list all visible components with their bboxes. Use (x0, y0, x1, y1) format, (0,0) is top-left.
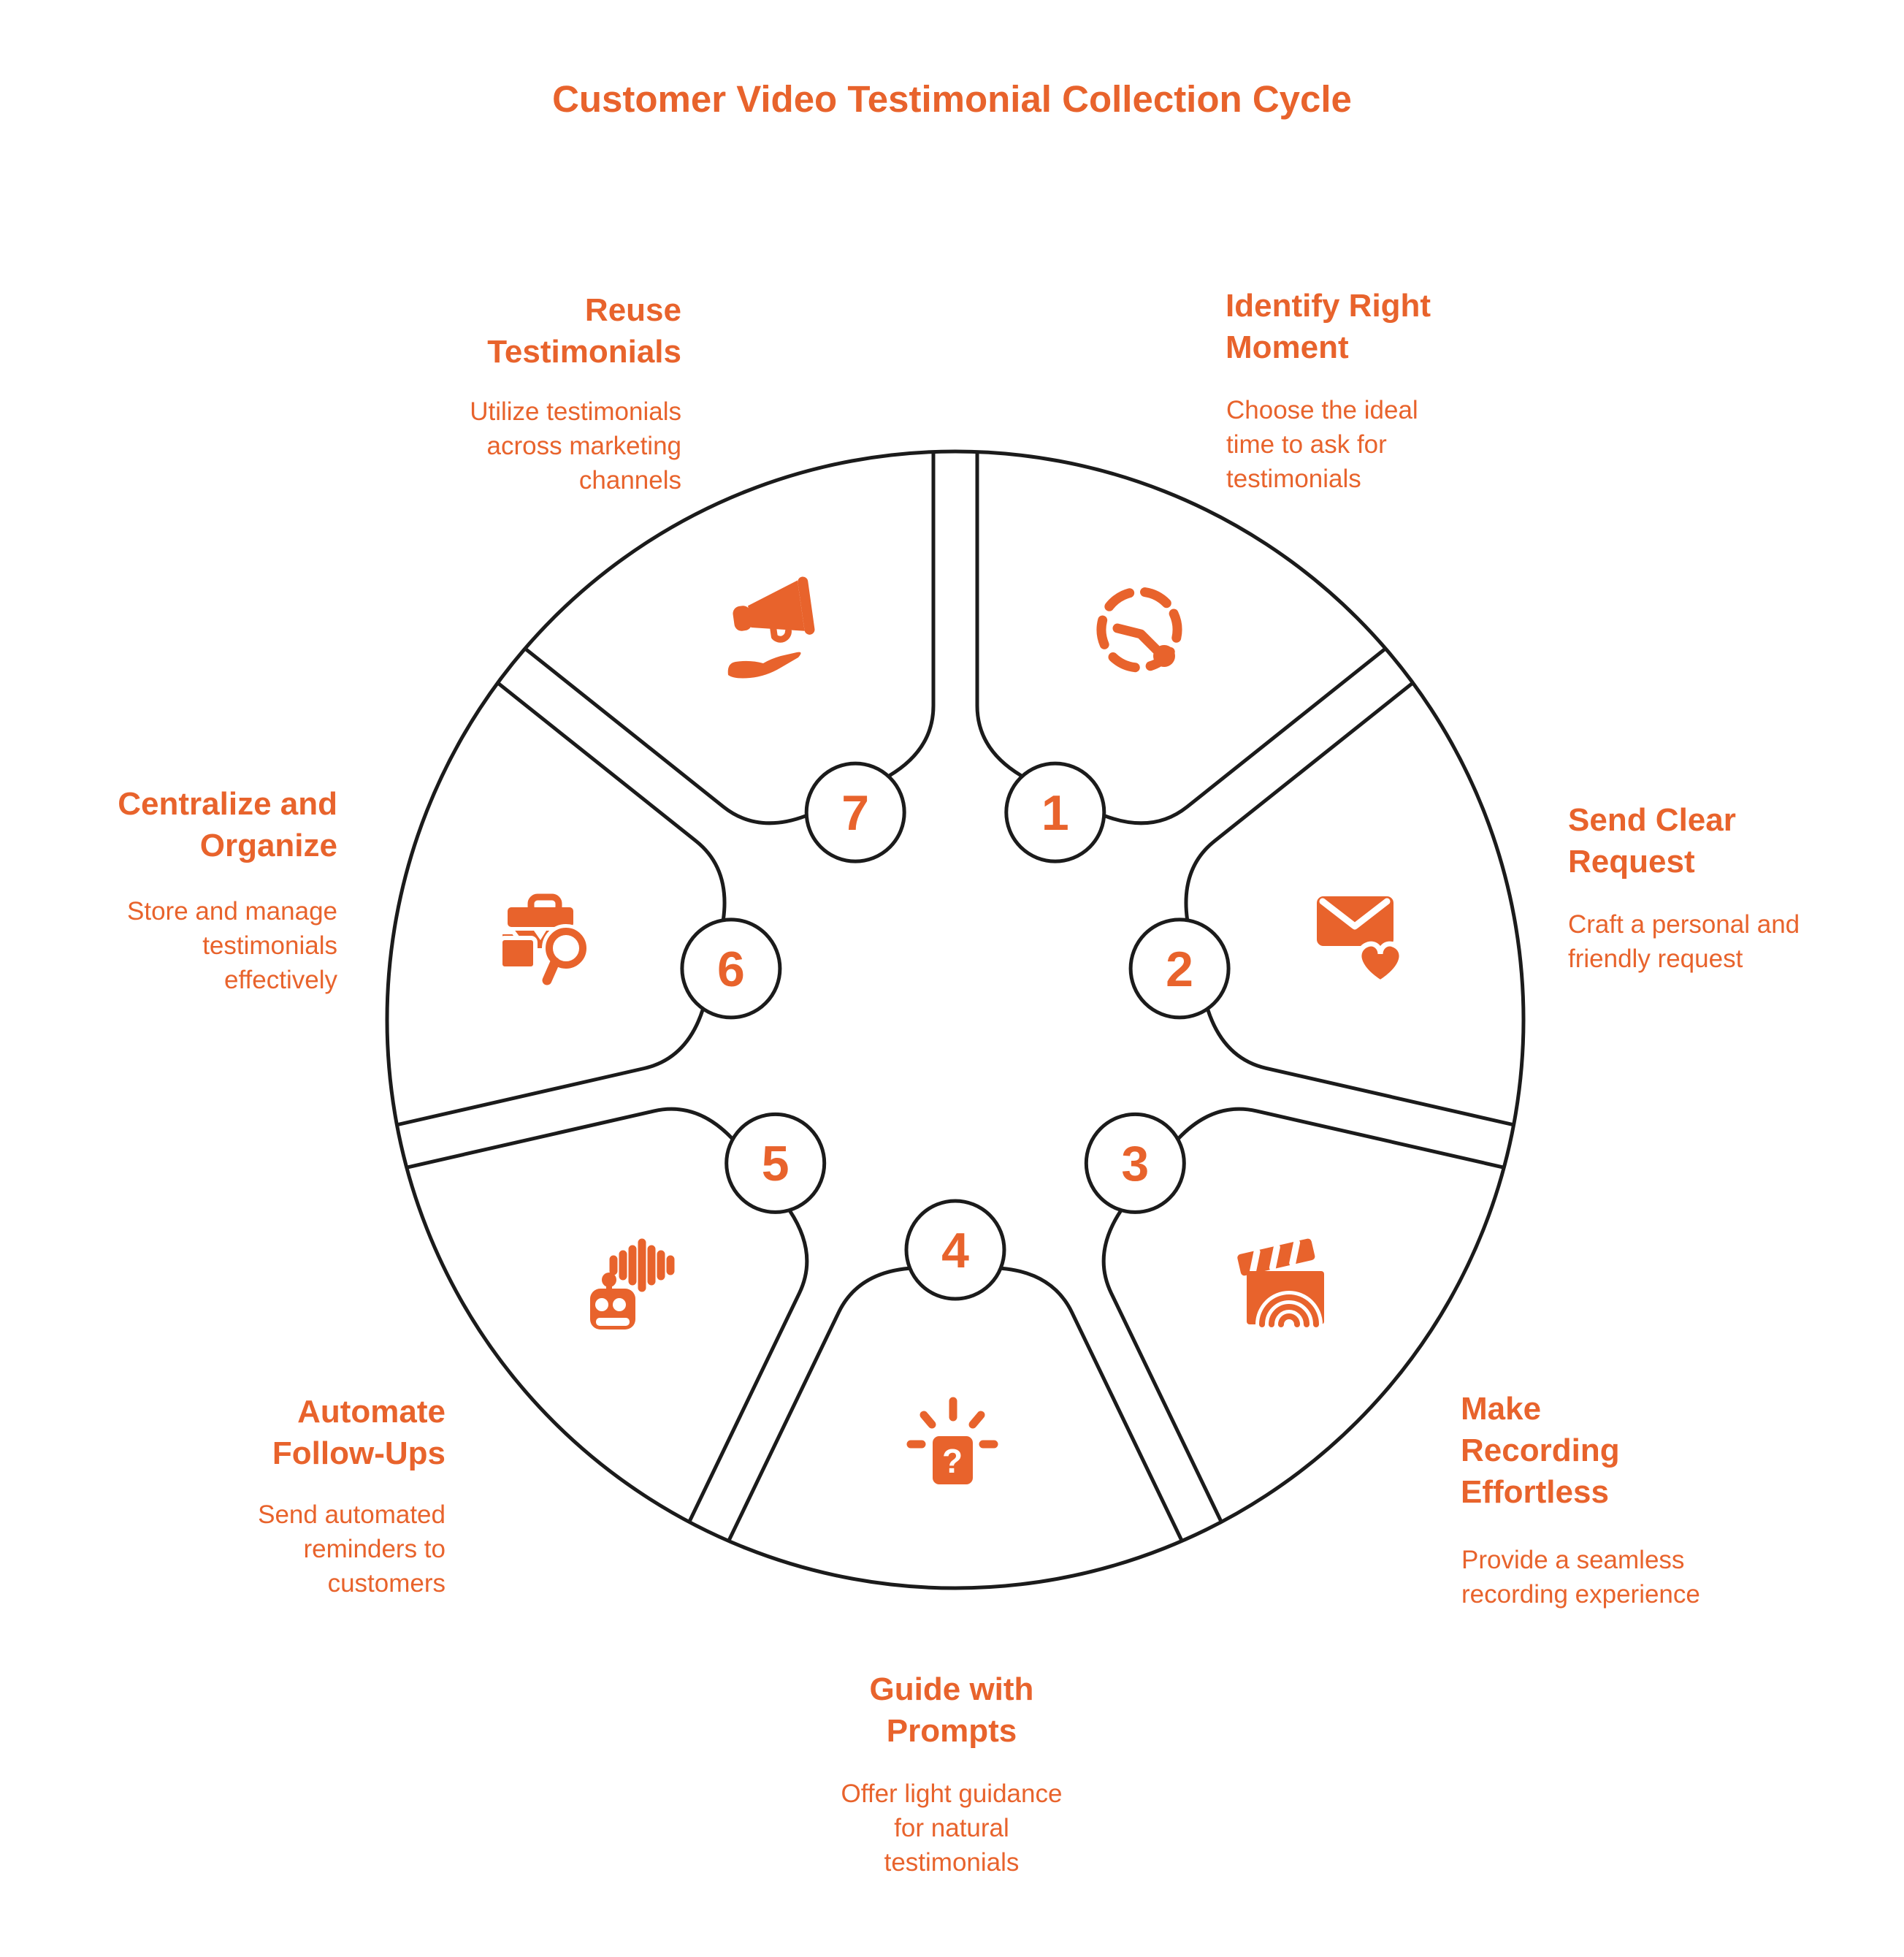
step-1-number: 1 (1041, 785, 1069, 841)
step-2-description: Craft a personal and friendly request (1568, 910, 1800, 973)
envelope-heart-icon (1317, 896, 1404, 986)
step-3-description: Provide a seamless recording experience (1461, 1546, 1700, 1609)
step-2-circle (1128, 918, 1231, 1020)
step-7-heading: Reuse Testimonials (487, 292, 681, 370)
step-5-description: Send automated reminders to customers (258, 1500, 446, 1598)
step-4-circle (904, 1199, 1006, 1301)
clapperboard-icon (1237, 1238, 1324, 1327)
step-number-circles: 1 2 3 4 5 6 7 (680, 761, 1231, 1301)
dashed-clock-icon (1096, 587, 1182, 673)
step-1-circle (1004, 761, 1106, 863)
megaphone-hand-icon (727, 576, 815, 679)
step-2-number: 2 (1166, 942, 1193, 997)
step-6-number: 6 (717, 942, 745, 997)
step-4-description: Offer light guidance for natural testimo… (841, 1779, 1063, 1877)
question-mark-glyph: ? (942, 1442, 963, 1480)
step-6-circle (680, 918, 782, 1020)
step-7-number: 7 (841, 785, 869, 841)
step-6-heading: Centralize and Organize (118, 786, 337, 863)
question-prompt-icon: ? (906, 1397, 998, 1484)
step-7-circle (804, 761, 906, 863)
step-3-number: 3 (1121, 1136, 1149, 1191)
step-5-number: 5 (762, 1136, 789, 1191)
robot-voice-icon (590, 1238, 675, 1330)
wheel-outer-circle (385, 449, 1526, 1590)
step-5-heading: Automate Follow-Ups (272, 1394, 446, 1471)
step-6-description: Store and manage testimonials effectivel… (127, 897, 337, 994)
step-3-heading: Make Recording Effortless (1461, 1391, 1620, 1510)
step-4-heading: Guide with Prompts (869, 1671, 1034, 1749)
segment-dividers (396, 450, 1515, 1542)
step-7-description: Utilize testimonials across marketing ch… (470, 397, 681, 495)
page-title: Customer Video Testimonial Collection Cy… (552, 78, 1352, 120)
step-1-heading: Identify Right Moment (1226, 288, 1431, 365)
step-5-circle (724, 1112, 827, 1214)
step-3-circle (1084, 1112, 1186, 1214)
step-1-description: Choose the ideal time to ask for testimo… (1226, 396, 1418, 493)
briefcase-search-icon (498, 893, 590, 988)
step-4-number: 4 (941, 1223, 969, 1278)
step-2-heading: Send Clear Request (1568, 802, 1736, 880)
